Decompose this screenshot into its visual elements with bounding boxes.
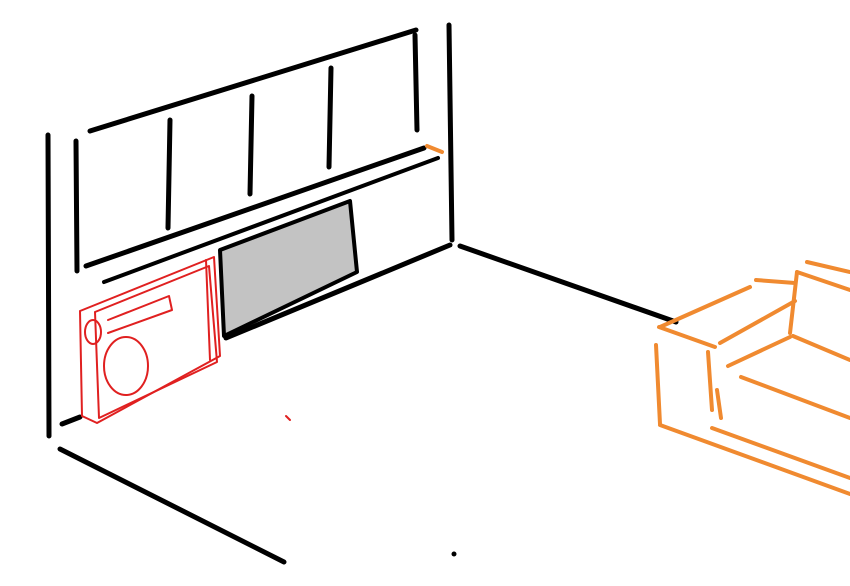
cabinet-speaker-large bbox=[103, 336, 149, 396]
sofa-back-top bbox=[805, 260, 850, 274]
sofa-back-cushion bbox=[791, 334, 850, 362]
upper-wall-panel bbox=[73, 27, 444, 284]
panel-bottom-edge bbox=[83, 145, 427, 269]
panel-slat-1 bbox=[165, 117, 173, 231]
sofa-arm-front-right bbox=[706, 350, 714, 412]
cabinet-speaker-small bbox=[84, 319, 102, 345]
panel-slat-2 bbox=[247, 93, 255, 197]
sofa-arm-front-top bbox=[657, 325, 717, 349]
cabinet-front-face bbox=[79, 256, 221, 424]
sofa-seat-line bbox=[726, 335, 792, 368]
tv-screen bbox=[218, 199, 359, 338]
sofa-arm-inner-left bbox=[715, 388, 723, 420]
shelf-orange-tick bbox=[425, 144, 444, 154]
sofa-base-front bbox=[658, 423, 850, 496]
cabinet-inner-face bbox=[94, 265, 218, 419]
tv-cabinet bbox=[79, 256, 291, 424]
shelf-line bbox=[102, 156, 440, 284]
floor-red-mark bbox=[285, 415, 291, 421]
floor-left-edge bbox=[57, 446, 287, 565]
floor-right-edge bbox=[457, 243, 679, 325]
cabinet-top-rail bbox=[107, 295, 173, 334]
sofa-arm-front-left bbox=[654, 343, 662, 426]
sofa-back-top-2 bbox=[795, 270, 850, 292]
floor-back-edge-left bbox=[59, 414, 83, 427]
sofa-seat-front bbox=[739, 375, 850, 420]
panel-top-edge bbox=[87, 27, 419, 134]
panel-right-edge bbox=[412, 32, 420, 133]
left-wall-corner-line bbox=[45, 132, 52, 439]
sofa-arm-slope bbox=[718, 299, 797, 345]
sofa-arm-outer bbox=[658, 285, 752, 329]
panel-left-edge bbox=[73, 138, 80, 274]
panel-slat-3 bbox=[326, 65, 334, 170]
sofa bbox=[654, 260, 850, 496]
floor-back-edge-mid bbox=[223, 242, 453, 341]
back-wall-corner-line bbox=[446, 22, 455, 243]
tv-screen-panel bbox=[218, 199, 359, 338]
cabinet-divider bbox=[205, 259, 211, 361]
room-walls bbox=[45, 22, 679, 565]
sofa-base-lower bbox=[710, 426, 850, 480]
sofa-arm-top bbox=[754, 278, 797, 285]
floor-dot bbox=[451, 551, 457, 557]
